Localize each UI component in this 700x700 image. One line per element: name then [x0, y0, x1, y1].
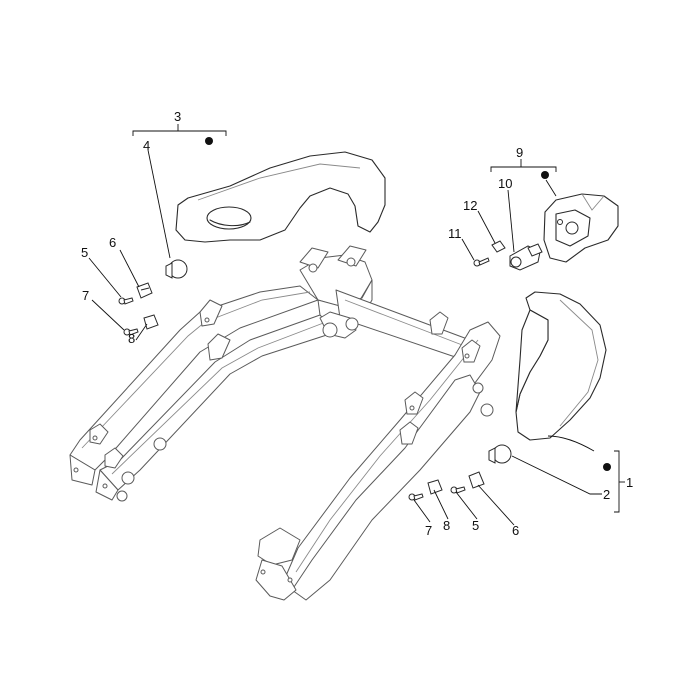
callout-5-left: 5 — [81, 245, 88, 260]
screw-left-lower — [123, 328, 139, 336]
callout-8-left: 8 — [128, 331, 135, 346]
right-side-cover — [515, 291, 607, 441]
screw-left-upper — [118, 297, 134, 305]
speed-nut-left-lower — [143, 314, 159, 330]
lamp-socket — [509, 243, 543, 271]
callout-12: 12 — [463, 198, 477, 213]
kit-dot-3 — [205, 137, 213, 145]
licence-lamp-holder — [543, 193, 619, 263]
screw-right-7 — [408, 493, 424, 501]
kit-dot-9 — [541, 171, 549, 179]
grommet-left — [165, 259, 188, 279]
kit-dot-1 — [603, 463, 611, 471]
callout-11: 11 — [448, 226, 462, 241]
left-side-cover — [175, 151, 386, 243]
callout-8-right: 8 — [443, 518, 450, 533]
leader-lines — [88, 124, 625, 526]
callout-9: 9 — [516, 145, 523, 160]
chassis-frame — [69, 245, 501, 601]
callout-6-right: 6 — [512, 523, 519, 538]
callout-4: 4 — [143, 138, 150, 153]
callout-3: 3 — [174, 109, 181, 124]
callout-7-left: 7 — [82, 288, 89, 303]
callout-1: 1 — [626, 475, 633, 490]
screw-right-5 — [450, 486, 466, 494]
callout-2: 2 — [603, 487, 610, 502]
callout-7-right: 7 — [425, 523, 432, 538]
callout-5-right: 5 — [472, 518, 479, 533]
speed-nut-right-6 — [468, 471, 485, 489]
grommet-right — [488, 444, 512, 464]
speed-nut-left-upper — [136, 282, 153, 299]
callout-labels: 3 4 6 5 7 8 9 10 12 11 1 2 7 8 5 6 — [81, 109, 633, 538]
callout-6-left: 6 — [109, 235, 116, 250]
spacer-nut — [491, 240, 506, 253]
speed-nut-right-8 — [427, 479, 443, 495]
callout-10: 10 — [498, 176, 512, 191]
screw-lamp — [473, 257, 490, 267]
